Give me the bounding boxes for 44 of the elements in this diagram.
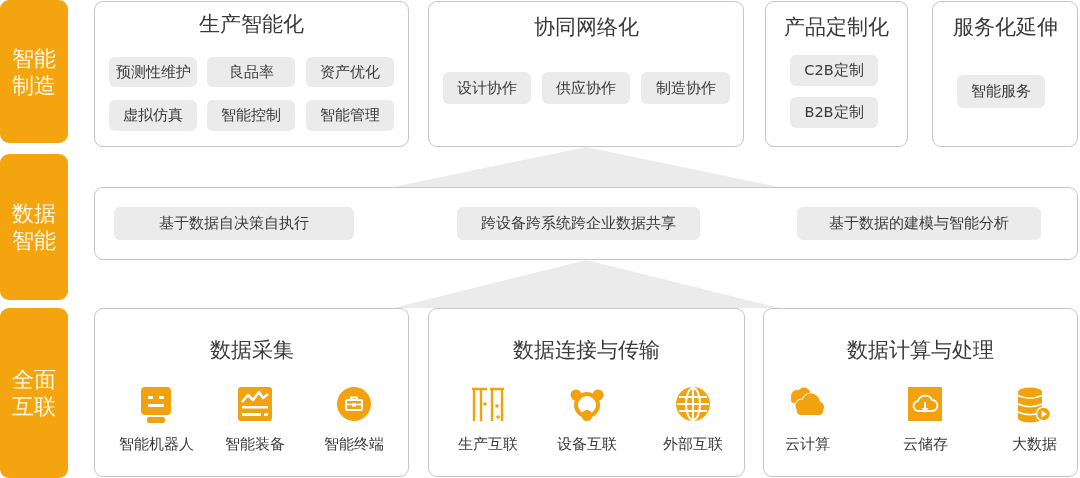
layer-band: 全面互联: [0, 308, 68, 478]
feature-tag: 制造协作: [641, 72, 730, 104]
panel-title: 产品定制化: [784, 14, 889, 41]
icon-caption: 外部互联: [663, 436, 723, 452]
category-panel: [932, 1, 1078, 147]
wedge-arrow: [393, 260, 780, 308]
feature-tag: B2B定制: [790, 97, 878, 128]
feature-tag: 智能控制: [207, 100, 295, 131]
panel-title: 服务化延伸: [952, 14, 1058, 41]
panel-title: 协同网络化: [533, 14, 639, 41]
icon-caption: 云计算: [784, 436, 830, 452]
feature-tag: 基于数据的建模与智能分析: [797, 207, 1041, 240]
panel-title: 数据采集: [209, 337, 294, 364]
layer-band: 智能制造: [0, 0, 68, 143]
feature-tag: 供应协作: [542, 72, 630, 104]
category-panel: [428, 308, 745, 477]
feature-tag: 虚拟仿真: [109, 100, 197, 131]
layer-band: 数据智能: [0, 154, 68, 300]
icon-caption: 智能机器人: [118, 436, 194, 452]
feature-tag: 基于数据自决策自执行: [114, 207, 354, 240]
feature-tag: 资产优化: [306, 57, 394, 87]
feature-tag: C2B定制: [790, 55, 878, 86]
icon-caption: 大数据: [1011, 436, 1057, 452]
layer-panel: [94, 187, 1078, 260]
icon-caption: 云储存: [902, 436, 948, 452]
feature-tag: 设计协作: [443, 72, 531, 104]
panel-title: 数据连接与传输: [513, 337, 660, 364]
category-panel: [94, 308, 409, 477]
category-panel: [94, 1, 409, 147]
icon-caption: 智能终端: [324, 436, 384, 452]
wedge-arrow: [393, 147, 779, 187]
panel-title: 数据计算与处理: [847, 337, 994, 364]
feature-tag: 良品率: [207, 57, 295, 87]
category-panel: [765, 1, 908, 147]
panel-title: 生产智能化: [199, 11, 304, 38]
category-panel: [428, 1, 744, 147]
feature-tag: 智能服务: [957, 75, 1045, 108]
feature-tag: 智能管理: [306, 100, 394, 131]
icon-caption: 生产互联: [458, 436, 518, 452]
feature-tag: 跨设备跨系统跨企业数据共享: [457, 207, 700, 240]
category-panel: [763, 308, 1078, 477]
icon-caption: 智能装备: [225, 436, 285, 452]
icon-caption: 设备互联: [557, 436, 617, 452]
feature-tag: 预测性维护: [109, 57, 197, 87]
